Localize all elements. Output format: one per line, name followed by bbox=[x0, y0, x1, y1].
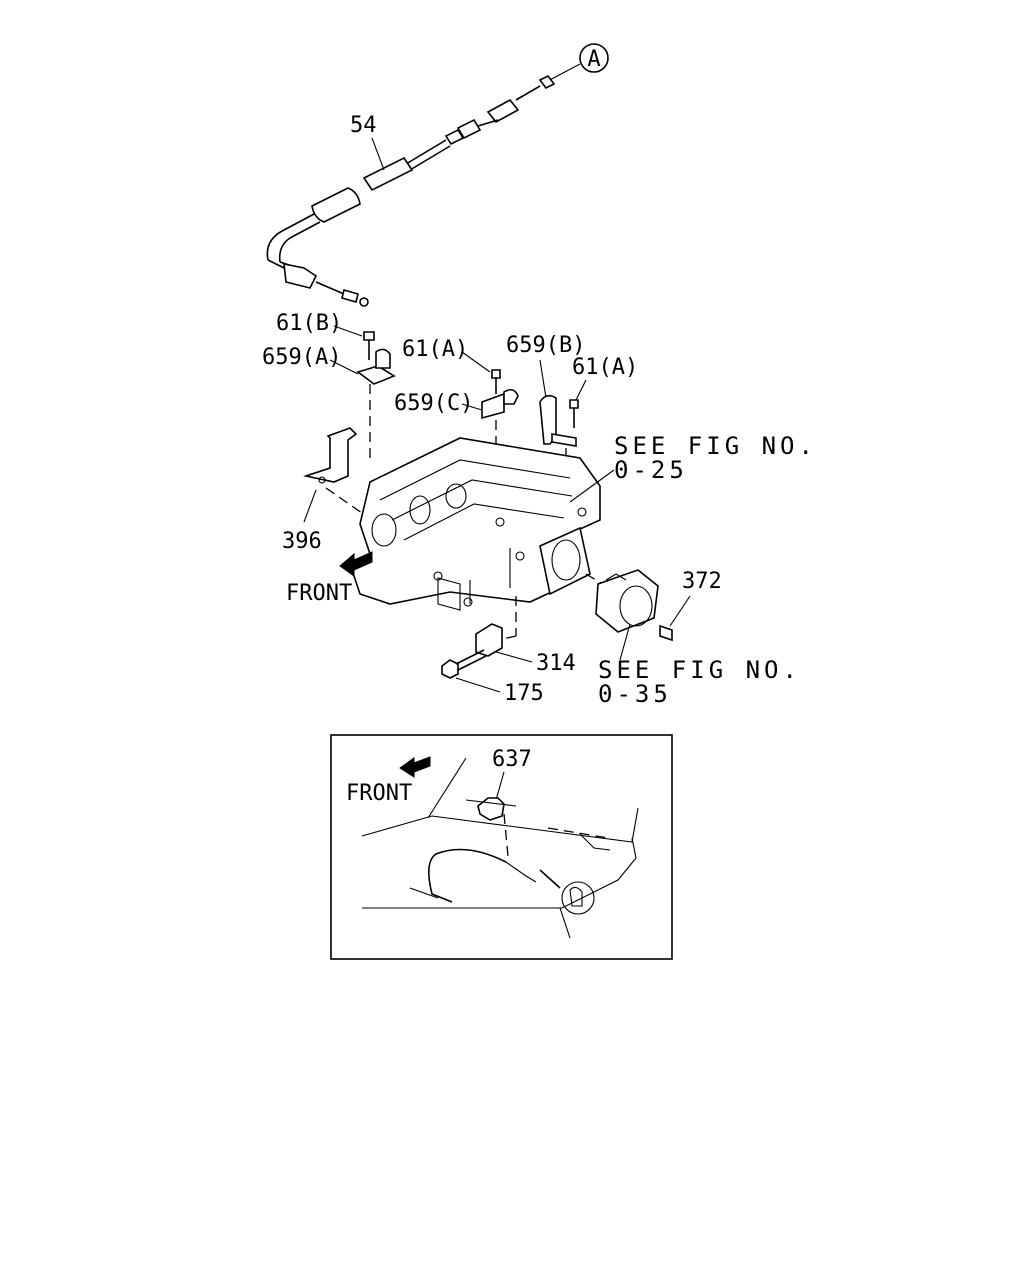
label-659a: 659(A) bbox=[262, 345, 341, 370]
front-arrow-icon bbox=[339, 551, 373, 577]
bracket-396: 396 bbox=[282, 427, 373, 554]
see-fig-025-line1: SEE FIG NO. bbox=[614, 432, 817, 460]
front-label-inset: FRONT bbox=[346, 781, 412, 806]
label-659b: 659(B) bbox=[506, 333, 585, 358]
see-fig-035-line2: 0-35 bbox=[598, 680, 672, 708]
intake-manifold bbox=[349, 437, 615, 611]
label-372: 372 bbox=[682, 569, 722, 594]
front-arrow-icon-inset bbox=[399, 756, 431, 778]
label-61a-right: 61(A) bbox=[572, 355, 638, 380]
throttle-body: 372 bbox=[585, 569, 722, 661]
ref-circle-a bbox=[579, 43, 609, 73]
clip-659a-group: 61(B) 659(A) bbox=[262, 311, 396, 460]
throttle-cable: A 54 bbox=[266, 43, 609, 307]
label-61a-left: 61(A) bbox=[402, 337, 468, 362]
bolt-175: 175 bbox=[441, 649, 544, 706]
label-396: 396 bbox=[282, 529, 322, 554]
front-indicator-main: FRONT bbox=[286, 551, 373, 606]
clip-659b-group: 659(B) 61(A) bbox=[506, 333, 638, 478]
label-54: 54 bbox=[350, 113, 377, 138]
label-659c: 659(C) bbox=[394, 391, 473, 416]
label-637: 637 bbox=[492, 747, 532, 772]
clip-659c-group: 61(A) 659(C) bbox=[394, 337, 519, 520]
inset-frame bbox=[330, 734, 673, 960]
label-175: 175 bbox=[504, 681, 544, 706]
ref-a-label: A bbox=[587, 47, 600, 72]
bracket-314: 314 bbox=[475, 596, 576, 676]
see-fig-025-line2: 0-25 bbox=[614, 456, 688, 484]
label-61b: 61(B) bbox=[276, 311, 342, 336]
see-fig-035-line1: SEE FIG NO. bbox=[598, 656, 801, 684]
front-label-main: FRONT bbox=[286, 581, 352, 606]
inset-detail: FRONT 637 bbox=[330, 734, 673, 960]
label-314: 314 bbox=[536, 651, 576, 676]
